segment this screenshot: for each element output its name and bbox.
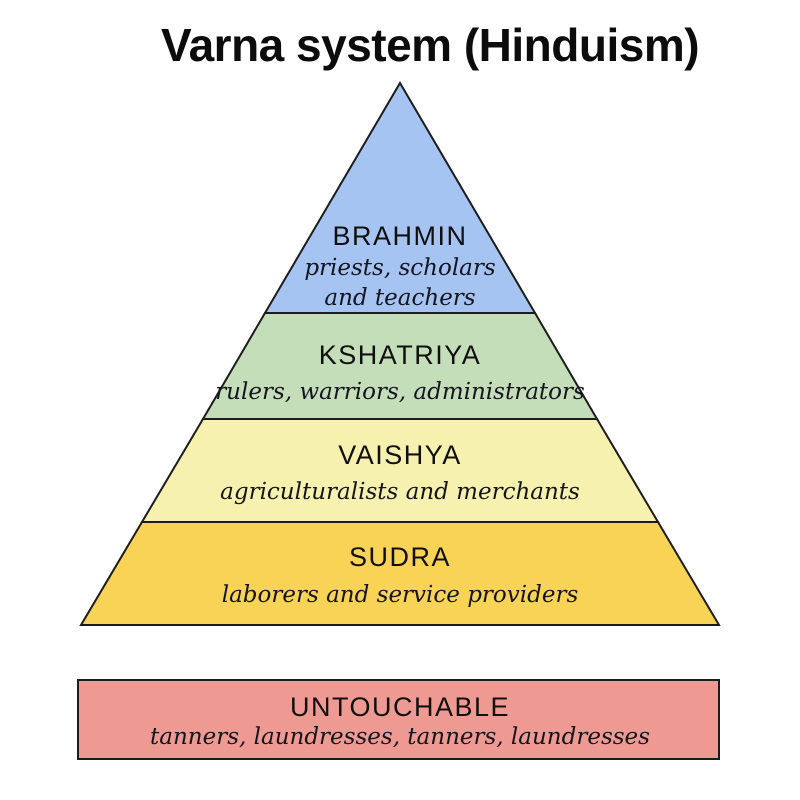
tier-untouchable-shape — [77, 679, 720, 760]
tier-brahmin-description: priests, scholars and teachers — [304, 255, 496, 311]
tier-sudra-shape — [79, 521, 721, 626]
tier-brahmin-label: BRAHMIN — [332, 221, 468, 251]
page-title: Varna system (Hinduism) — [160, 19, 700, 71]
tier-sudra-description: laborers and service providers — [221, 582, 579, 608]
tier-sudra-label: SUDRA — [348, 542, 451, 572]
tier-kshatriya-description: rulers, warriors, administrators — [215, 379, 585, 405]
tier-untouchable-description: tanners, laundresses, tanners, laundress… — [150, 724, 650, 750]
tier-vaishya-description: agriculturalists and merchants — [220, 479, 580, 505]
tier-kshatriya-label: KSHATRIYA — [318, 340, 482, 370]
tier-vaishya-label: VAISHYA — [338, 440, 462, 470]
tier-untouchable-label: UNTOUCHABLE — [289, 692, 511, 722]
